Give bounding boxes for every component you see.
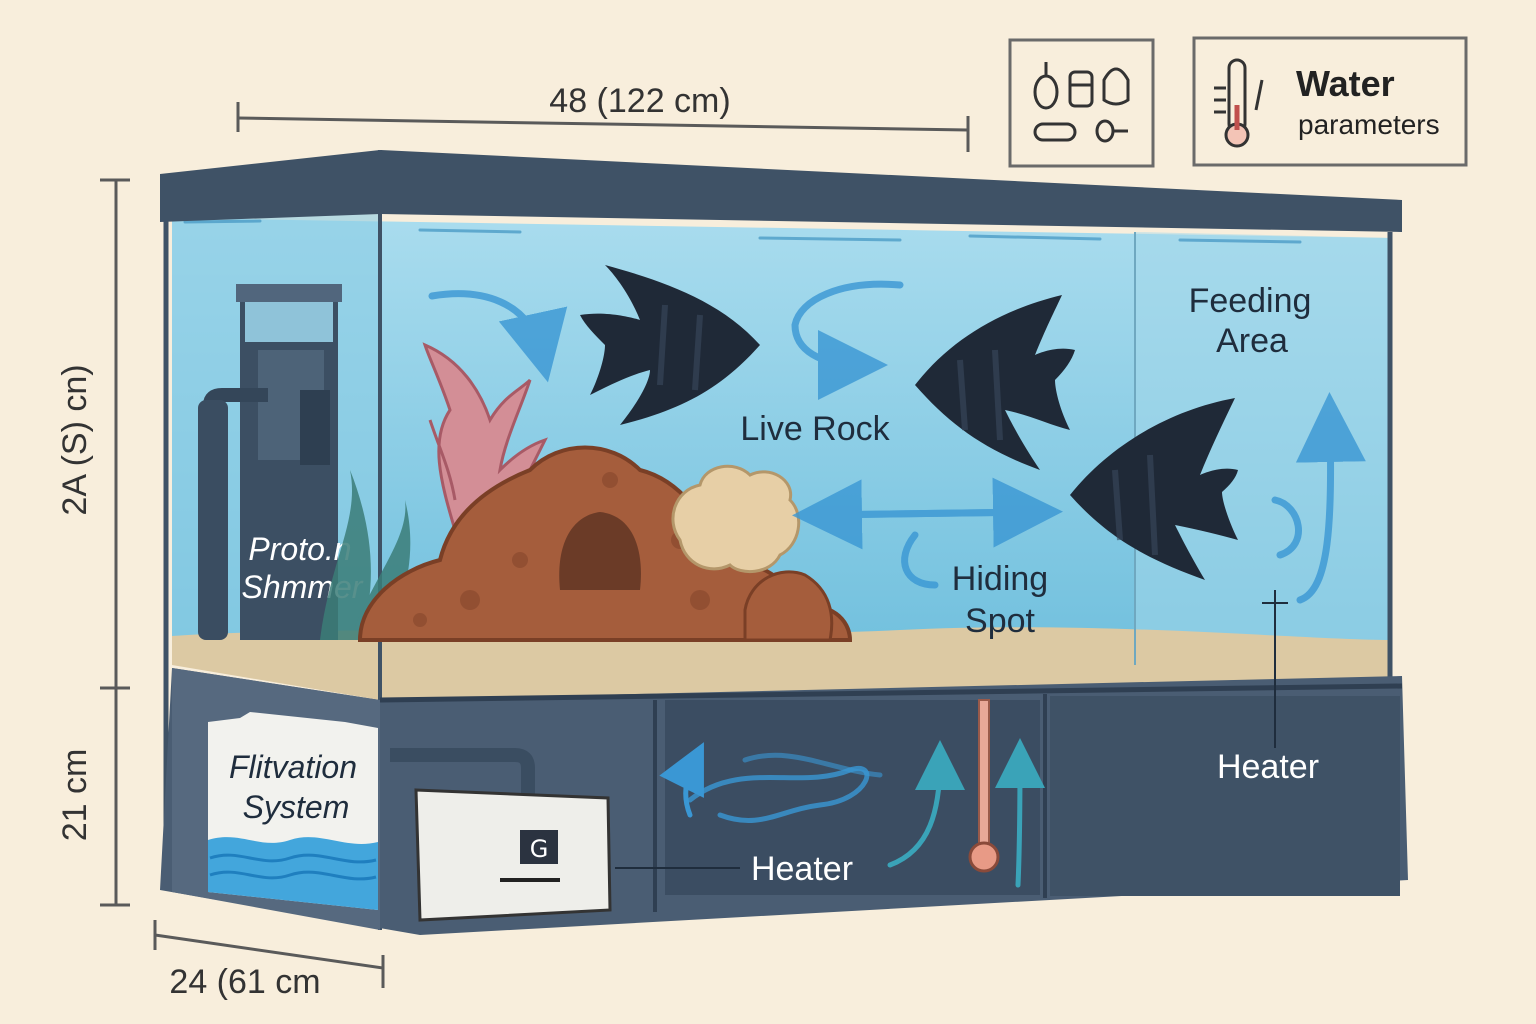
filtration-label-line1: Flitvation (229, 749, 357, 785)
cabinet-height-label: 21 cm (56, 749, 94, 842)
tank-lid (160, 150, 1402, 232)
filtration-system: Flitvation System (208, 712, 378, 910)
heater-label-center: Heater (751, 850, 853, 888)
filtration-label-line2: System (243, 789, 350, 825)
angelfish-3 (1070, 398, 1238, 580)
live-rock-label: Live Rock (740, 410, 890, 448)
brain-coral (671, 464, 801, 574)
water-flow-arrows (428, 280, 1366, 604)
heater-rod (968, 699, 1000, 873)
heater-label-right: Heater (1217, 748, 1319, 786)
water-parameters-title: Water (1296, 63, 1395, 104)
depth-dimension: 24 (61 cm (153, 920, 385, 1001)
return-pump-box: G (390, 748, 612, 922)
feeding-area-label-line2: Area (1216, 322, 1288, 360)
thermometer-icon (1214, 58, 1264, 148)
hiding-spot-label-line1: Hiding (952, 560, 1048, 598)
height-dimension: 2A (S) cn) 21 cm (56, 178, 130, 907)
water-parameters-subtitle: parameters (1298, 109, 1440, 140)
angelfish-1 (580, 265, 760, 425)
sump-flow-arrows (659, 738, 1045, 888)
live-rock (357, 445, 853, 642)
depth-label: 24 (61 cm (169, 963, 320, 1001)
width-label: 48 (122 cm) (549, 82, 730, 120)
sand-substrate (172, 627, 1392, 700)
equipment-legend-box (1008, 38, 1155, 168)
height-label: 2A (S) cn) (56, 364, 94, 515)
feeding-area-label-line1: Feeding (1189, 282, 1312, 320)
svg-text:G: G (530, 835, 549, 863)
skimmer-label-line1: Proto.n (248, 531, 351, 567)
equipment-icons (1033, 62, 1130, 143)
angelfish-2 (915, 295, 1075, 470)
water-parameters-legend: Water parameters (1192, 36, 1468, 167)
hiding-spot-label-line2: Spot (965, 602, 1035, 640)
width-dimension: 48 (122 cm) (236, 82, 970, 152)
protein-skimmer: Proto.n Shmmer (198, 284, 364, 640)
